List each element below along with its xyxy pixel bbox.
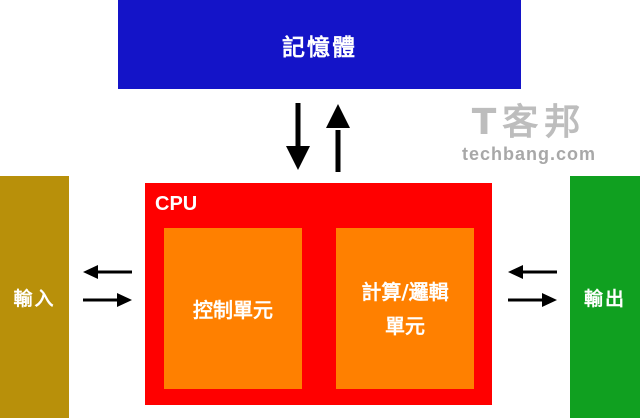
control-unit-block: 控制單元 <box>164 228 302 389</box>
cpu-block: CPU 控制單元 計算/邏輯 單元 <box>145 183 492 405</box>
arrow-input-to-cpu <box>83 293 132 307</box>
alu-label-line1: 計算/邏輯 <box>361 279 449 304</box>
output-label: 輸出 <box>583 287 626 310</box>
arrow-cpu-to-input <box>83 265 132 279</box>
arrow-cpu-to-output <box>508 293 557 307</box>
output-block: 輸出 <box>570 176 640 418</box>
alu-block: 計算/邏輯 單元 <box>336 228 474 389</box>
watermark-chinese: T客邦 <box>471 102 587 143</box>
input-block: 輸入 <box>0 176 69 418</box>
watermark-site: techbang.com <box>461 144 597 164</box>
arrow-output-to-cpu <box>508 265 557 279</box>
cpu-label: CPU <box>155 193 198 215</box>
input-label: 輸入 <box>13 287 56 310</box>
memory-label: 記憶體 <box>282 34 357 61</box>
arrow-memory-to-cpu <box>286 103 310 170</box>
arrow-cpu-to-memory <box>326 104 350 172</box>
control-unit-label: 控制單元 <box>193 298 273 322</box>
techbang-watermark: T客邦 techbang.com <box>447 103 611 171</box>
memory-block: 記憶體 <box>118 0 521 89</box>
alu-label-line2: 單元 <box>385 313 425 338</box>
